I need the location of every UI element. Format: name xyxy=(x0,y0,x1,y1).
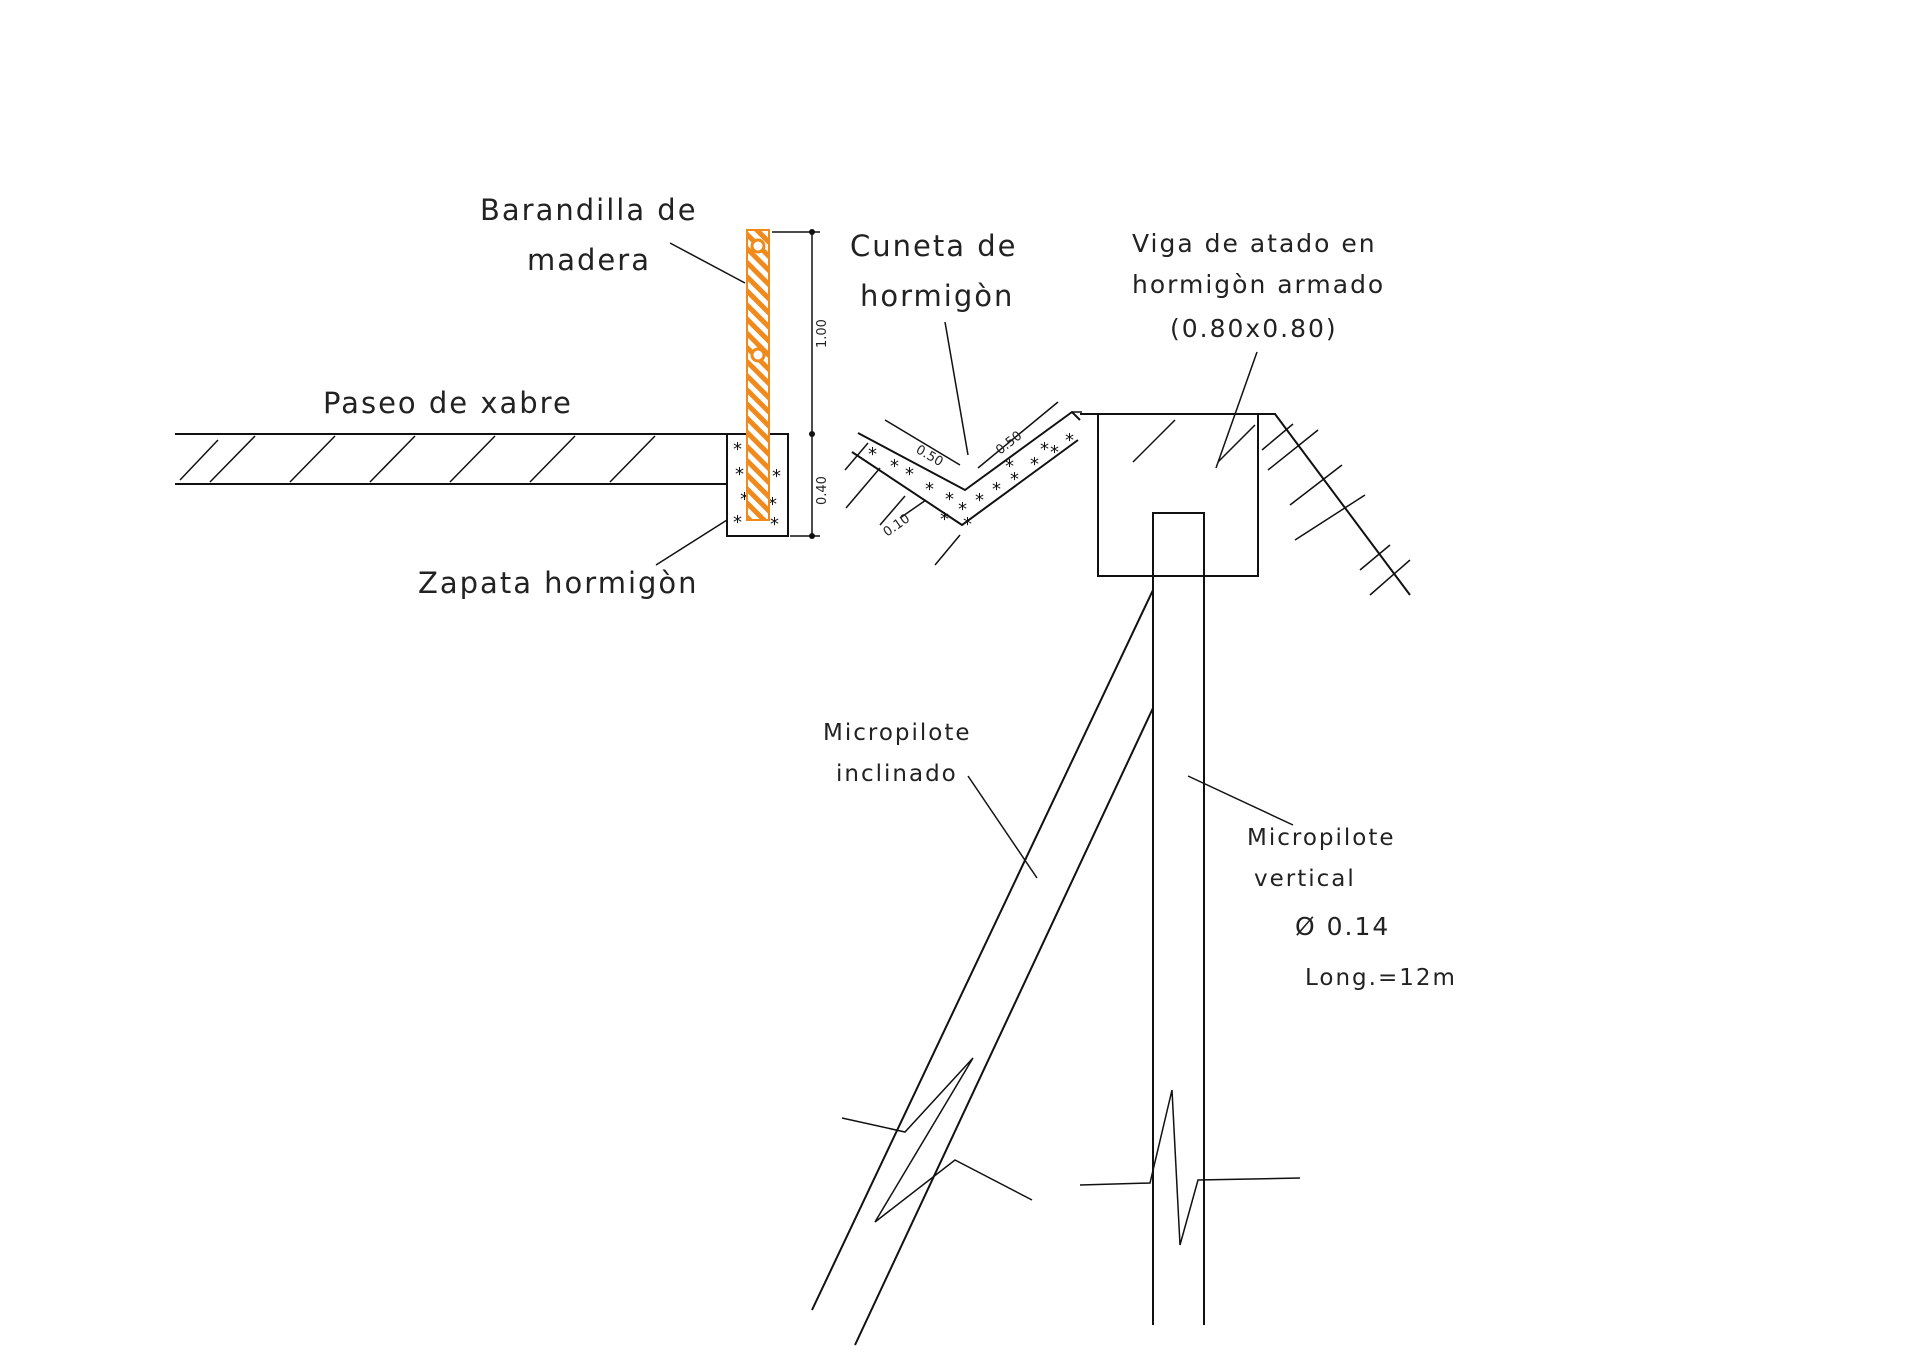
railing-label-line2: madera xyxy=(527,243,651,277)
svg-text:*: * xyxy=(1030,454,1039,475)
svg-text:*: * xyxy=(1050,442,1059,463)
railing-label-line1: Barandilla de xyxy=(480,193,698,227)
svg-text:*: * xyxy=(768,494,777,515)
leader-lines xyxy=(655,242,1294,879)
beam-label-line2: hormigòn armado xyxy=(1132,270,1385,299)
footing-label: Zapata hormigòn xyxy=(418,566,699,600)
ditch-label-line1: Cuneta de xyxy=(850,229,1017,263)
svg-text:*: * xyxy=(740,489,749,510)
vertical-pile-label-line1: Micropilote xyxy=(1247,825,1396,851)
svg-text:*: * xyxy=(1040,439,1049,460)
concrete-ditch: * * * * * * * * * * * * * * * * xyxy=(844,410,1082,566)
embankment-slope xyxy=(1258,413,1411,596)
svg-text:*: * xyxy=(735,464,744,485)
tie-beam xyxy=(1097,413,1259,577)
svg-text:*: * xyxy=(1010,469,1019,490)
svg-text:*: * xyxy=(992,479,1001,500)
svg-text:*: * xyxy=(940,509,949,530)
svg-text:*: * xyxy=(925,479,934,500)
svg-text:*: * xyxy=(905,464,914,485)
path-slab xyxy=(175,433,732,485)
svg-text:*: * xyxy=(945,489,954,510)
svg-text:*: * xyxy=(975,490,984,511)
vertical-pile-label-line2: vertical xyxy=(1254,866,1356,892)
wooden-railing-post xyxy=(746,229,770,521)
svg-text:*: * xyxy=(1005,456,1014,477)
svg-text:*: * xyxy=(772,466,781,487)
svg-text:*: * xyxy=(1065,430,1074,451)
svg-text:*: * xyxy=(958,499,967,520)
beam-label-line1: Viga de atado en xyxy=(1132,229,1377,258)
svg-text:*: * xyxy=(890,456,899,477)
footing-depth-dim: 0.40 xyxy=(815,476,830,505)
beam-label-line3: (0.80x0.80) xyxy=(1170,314,1338,343)
ditch-dimension-lines xyxy=(884,401,1059,519)
length-label: Long.=12m xyxy=(1305,965,1457,991)
svg-text:*: * xyxy=(963,514,972,535)
railing-height-dim: 1.00 xyxy=(815,319,830,348)
svg-text:*: * xyxy=(733,439,742,460)
path-label: Paseo de xabre xyxy=(323,386,573,420)
inclined-micropile xyxy=(811,589,1154,1346)
svg-text:*: * xyxy=(770,514,779,535)
diameter-label: Ø 0.14 xyxy=(1295,912,1390,941)
ditch-label-line2: hormigòn xyxy=(860,279,1014,313)
inclined-pile-label-line1: Micropilote xyxy=(823,720,972,746)
vertical-micropile xyxy=(1079,512,1301,1325)
ditch-thickness-dim: 0.10 xyxy=(881,511,913,540)
svg-text:*: * xyxy=(733,512,742,533)
svg-text:*: * xyxy=(868,444,877,465)
inclined-pile-label-line2: inclinado xyxy=(836,761,958,787)
railing-dimension-line xyxy=(772,229,820,539)
